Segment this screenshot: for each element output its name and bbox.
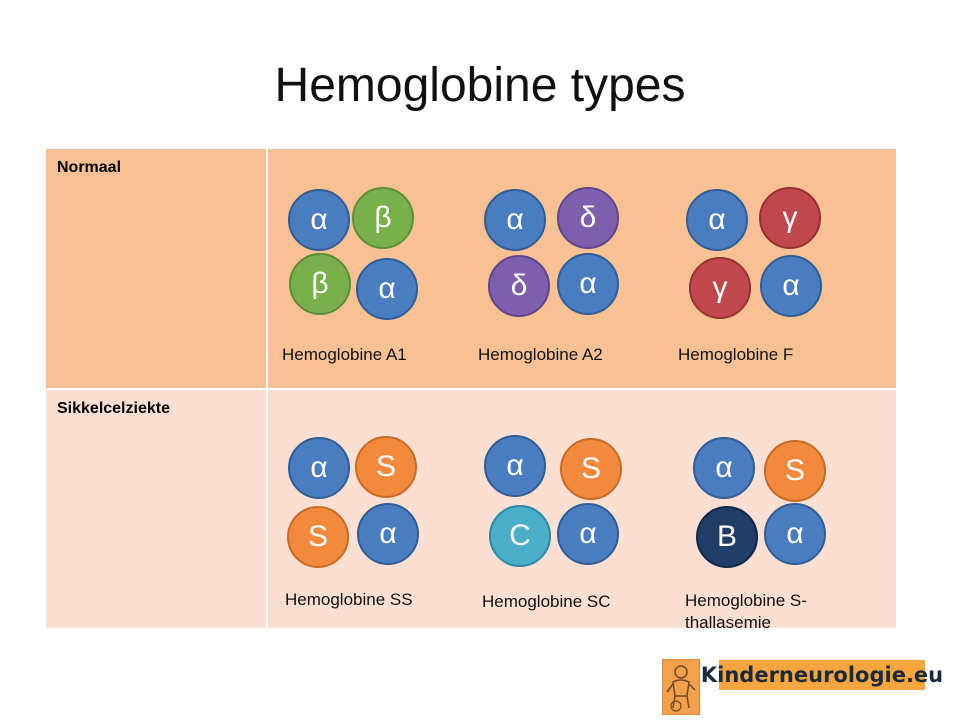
subunit-s: S [287, 506, 349, 568]
group-caption: Hemoglobine SC [482, 592, 611, 611]
row-sikkelcelziekte: Sikkelcelziekte [46, 390, 896, 628]
group-caption: Hemoglobine A2 [478, 345, 603, 364]
subunit-s: S [355, 436, 417, 498]
logo-text: Kinderneurologie.eu [700, 663, 944, 687]
subunit-gamma: γ [689, 257, 751, 319]
subunit-alpha: α [760, 255, 822, 317]
subunit-alpha: α [693, 437, 755, 499]
subunit-alpha: α [288, 437, 350, 499]
subunit-alpha: α [356, 258, 418, 320]
subunit-c: C [489, 505, 551, 567]
subunit-alpha: α [764, 503, 826, 565]
subunit-alpha: α [288, 189, 350, 251]
group-caption: Hemoglobine SS [285, 590, 413, 609]
subunit-beta: β [289, 253, 351, 315]
row-normaal: Normaal [46, 149, 896, 388]
subunit-alpha: α [484, 189, 546, 251]
subunit-alpha: α [357, 503, 419, 565]
subunit-alpha: α [686, 189, 748, 251]
subunit-delta: δ [557, 187, 619, 249]
subunit-s: S [764, 440, 826, 502]
group-caption: Hemoglobine F [678, 345, 794, 364]
subunit-alpha: α [557, 253, 619, 315]
subunit-b: B [696, 506, 758, 568]
row-divider [46, 388, 896, 390]
page-title: Hemoglobine types [274, 59, 686, 112]
subunit-gamma: γ [759, 187, 821, 249]
row-label: Normaal [46, 149, 268, 388]
subunit-delta: δ [488, 255, 550, 317]
site-logo[interactable]: Kinderneurologie.eu [701, 660, 943, 690]
subunit-alpha: α [484, 435, 546, 497]
row-label: Sikkelcelziekte [46, 390, 268, 628]
child-drawing-icon [662, 659, 700, 715]
group-caption: Hemoglobine S-thallasemie [685, 591, 807, 632]
group-caption: Hemoglobine A1 [282, 345, 407, 364]
subunit-beta: β [352, 187, 414, 249]
subunit-alpha: α [557, 503, 619, 565]
subunit-s: S [560, 438, 622, 500]
